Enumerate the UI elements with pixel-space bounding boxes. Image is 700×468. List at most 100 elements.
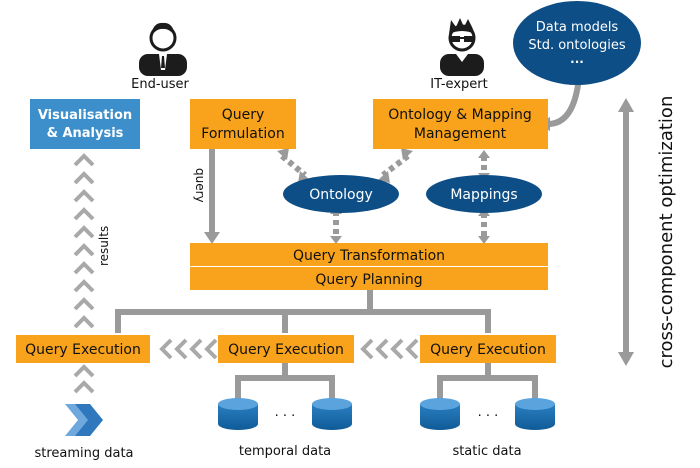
database-icon — [420, 398, 460, 430]
ontology-mapping-line1: Ontology & Mapping — [388, 107, 531, 123]
shape — [218, 404, 258, 430]
arrowhead — [401, 148, 413, 160]
icon — [73, 297, 95, 311]
query-formulation-line1: Query — [222, 107, 265, 123]
query-planning-box — [190, 267, 548, 290]
icon — [174, 338, 188, 360]
mappings-ellipse — [426, 175, 542, 213]
shape — [449, 18, 475, 34]
shape — [515, 404, 555, 430]
icon — [405, 338, 419, 360]
visualisation-box — [30, 99, 140, 149]
arrowhead — [478, 150, 490, 158]
icon — [73, 279, 95, 293]
ontology-mapping-line2: Management — [414, 126, 507, 142]
static-ellipsis: · · · — [478, 409, 499, 424]
temporal-label: temporal data — [239, 444, 331, 459]
streaming-icon — [65, 404, 103, 436]
shape — [161, 56, 165, 68]
query-arrowhead — [204, 232, 220, 244]
connectors — [115, 81, 582, 399]
shape — [451, 36, 460, 42]
arrowhead — [478, 236, 490, 244]
shape — [515, 398, 555, 410]
end-user-icon — [139, 22, 187, 76]
icon — [73, 380, 95, 394]
icon — [73, 225, 95, 239]
query-transformation-label: Query Transformation — [293, 248, 445, 264]
query-execution-left-box — [16, 335, 150, 363]
it-expert-label: IT-expert — [430, 77, 487, 92]
query-execution-mid-label: Query Execution — [228, 342, 344, 358]
shape — [312, 404, 352, 430]
end-user-label: End-user — [131, 77, 189, 92]
it-expert-icon — [440, 18, 484, 76]
shape — [456, 54, 468, 62]
shape — [151, 22, 175, 36]
dashed-arrowheads — [277, 148, 490, 244]
visualisation-line2: & Analysis — [47, 126, 124, 141]
temporal-ellipsis: · · · — [275, 409, 296, 424]
shape — [312, 398, 352, 410]
icon — [73, 153, 95, 167]
icon — [73, 364, 95, 378]
arrowhead — [618, 352, 634, 366]
icon — [390, 338, 404, 360]
query-formulation-box — [190, 99, 296, 149]
database-icon — [218, 398, 258, 430]
database-icon — [515, 398, 555, 430]
query-edge-label: query — [193, 168, 207, 203]
query-execution-right-label: Query Execution — [430, 342, 546, 358]
query-execution-mid-box — [218, 335, 354, 363]
ontology-mapping-box — [373, 99, 548, 149]
data-models-line2: Std. ontologies — [528, 38, 626, 53]
query-execution-right-box — [420, 335, 556, 363]
streaming-label: streaming data — [34, 446, 133, 461]
static-label: static data — [452, 444, 521, 459]
cross-component-label: cross-component optimization — [656, 96, 677, 369]
ontology-label: Ontology — [309, 187, 373, 203]
exec-chain-left — [159, 338, 218, 360]
exec-chain-right — [360, 338, 419, 360]
streaming-chevrons — [73, 364, 95, 394]
icon — [204, 338, 218, 360]
arrowhead — [618, 98, 634, 112]
mappings-label: Mappings — [450, 187, 517, 203]
arrowhead — [277, 148, 289, 160]
shape — [440, 54, 484, 76]
bar — [623, 112, 629, 352]
icon — [73, 261, 95, 275]
ontology-ellipse — [283, 175, 399, 213]
results-edge-label: results — [97, 226, 111, 266]
datamodels-connector — [544, 81, 582, 128]
data-models-line3: ... — [570, 52, 584, 66]
icon — [159, 338, 173, 360]
data-models-ellipse — [513, 1, 641, 85]
shape — [420, 404, 460, 430]
icon — [360, 338, 374, 360]
query-transformation-box — [190, 243, 548, 266]
icon — [73, 243, 95, 257]
cross-component-bar — [618, 98, 634, 366]
shape — [75, 404, 103, 436]
shape — [218, 398, 258, 410]
shape — [464, 36, 473, 42]
visualisation-line1: Visualisation — [38, 108, 132, 123]
arrowhead — [330, 236, 342, 244]
icon — [73, 315, 95, 329]
shape — [65, 404, 90, 436]
arrowhead — [378, 171, 390, 183]
icon — [73, 207, 95, 221]
results-chevrons — [73, 153, 95, 329]
icon — [189, 338, 203, 360]
database-icon — [312, 398, 352, 430]
query-planning-label: Query Planning — [315, 272, 422, 288]
icon — [73, 189, 95, 203]
icon — [375, 338, 389, 360]
chevron-chains — [73, 153, 419, 394]
dashed-links — [280, 153, 487, 238]
query-formulation-line2: Formulation — [201, 126, 284, 142]
icon — [73, 171, 95, 185]
qf-ontology-link — [280, 153, 307, 178]
